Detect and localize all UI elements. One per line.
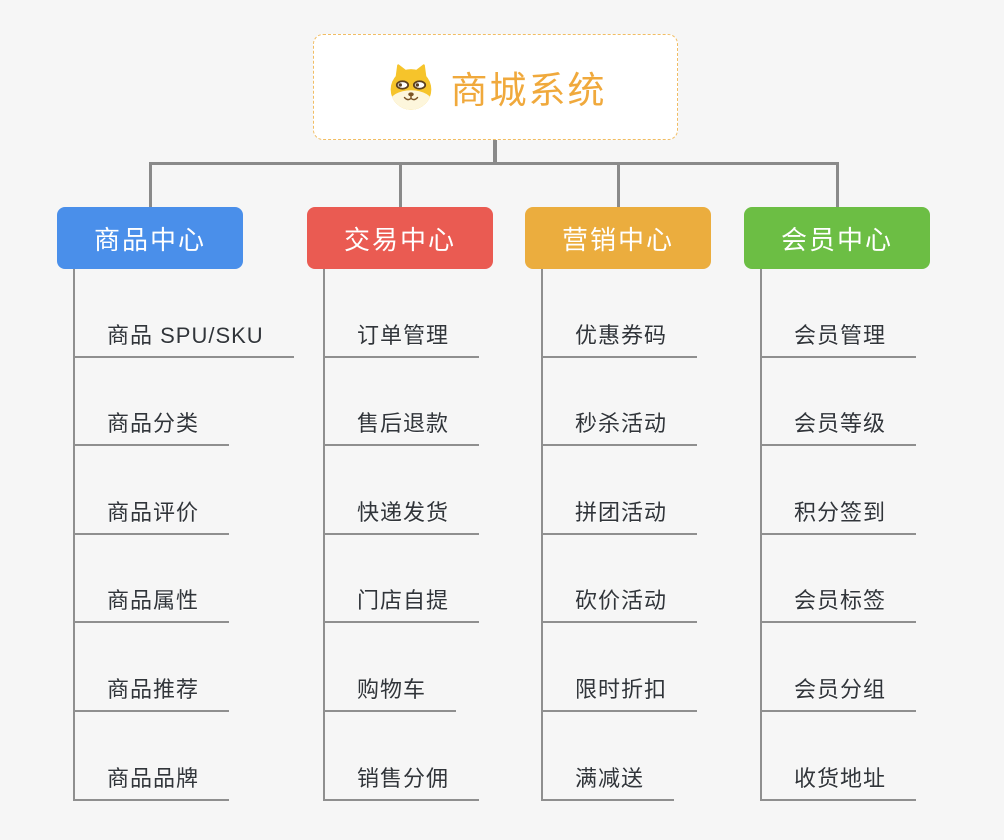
leaf-node[interactable]: 砍价活动: [541, 535, 698, 624]
leaf-node[interactable]: 销售分佣: [323, 712, 480, 801]
leaf-node[interactable]: 商品推荐: [73, 623, 230, 712]
branch-column: 交易中心订单管理售后退款快递发货门店自提购物车销售分佣: [307, 207, 493, 801]
leaf-node[interactable]: 会员标签: [760, 535, 917, 624]
leaf-node[interactable]: 限时折扣: [541, 623, 698, 712]
branch-column: 会员中心会员管理会员等级积分签到会员标签会员分组收货地址: [744, 207, 930, 801]
branch-node[interactable]: 会员中心: [744, 207, 930, 269]
leaf-node[interactable]: 秒杀活动: [541, 358, 698, 447]
leaf-node[interactable]: 售后退款: [323, 358, 480, 447]
branch-drop-line: [399, 162, 402, 208]
leaf-node[interactable]: 订单管理: [323, 269, 480, 358]
leaf-node[interactable]: 门店自提: [323, 535, 480, 624]
leaf-node[interactable]: 商品属性: [73, 535, 230, 624]
leaf-node[interactable]: 收货地址: [760, 712, 917, 801]
branch-node[interactable]: 交易中心: [307, 207, 493, 269]
leaf-node[interactable]: 商品分类: [73, 358, 230, 447]
leaf-node[interactable]: 满减送: [541, 712, 675, 801]
branch-node[interactable]: 营销中心: [525, 207, 711, 269]
leaf-node[interactable]: 商品品牌: [73, 712, 230, 801]
leaf-node[interactable]: 商品评价: [73, 446, 230, 535]
shiba-dog-icon: [390, 64, 431, 110]
branch-node[interactable]: 商品中心: [57, 207, 243, 269]
leaf-node[interactable]: 会员分组: [760, 623, 917, 712]
leaf-node[interactable]: 会员等级: [760, 358, 917, 447]
leaf-node[interactable]: 购物车: [323, 623, 457, 712]
root-connector-line: [493, 139, 497, 164]
branch-drop-line: [617, 162, 620, 208]
root-node[interactable]: 商城系统: [313, 34, 678, 140]
leaf-node[interactable]: 积分签到: [760, 446, 917, 535]
branch-column: 营销中心优惠券码秒杀活动拼团活动砍价活动限时折扣满减送: [525, 207, 711, 801]
branch-drop-line: [836, 162, 839, 208]
leaf-node[interactable]: 拼团活动: [541, 446, 698, 535]
leaf-node[interactable]: 商品 SPU/SKU: [73, 269, 294, 358]
branch-drop-line: [149, 162, 152, 208]
branch-rail-line: [150, 162, 838, 165]
leaf-node[interactable]: 快递发货: [323, 446, 480, 535]
root-title: 商城系统: [450, 70, 607, 111]
leaf-node[interactable]: 优惠券码: [541, 269, 698, 358]
leaf-node[interactable]: 会员管理: [760, 269, 917, 358]
